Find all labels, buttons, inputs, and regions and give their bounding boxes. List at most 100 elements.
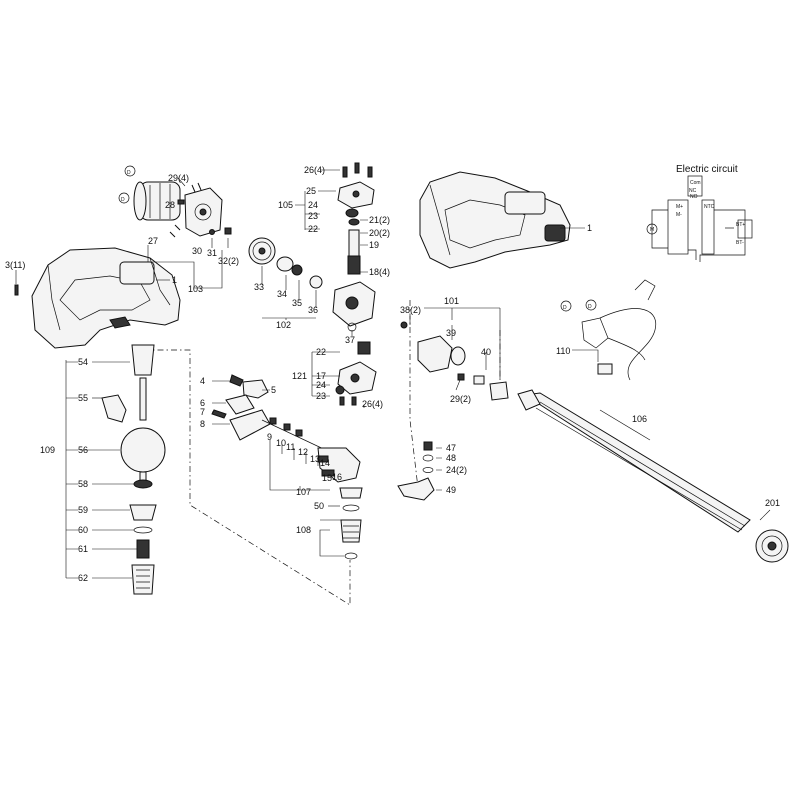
circuit-label: NC — [689, 188, 697, 194]
callout: 34 — [277, 289, 287, 299]
housing-half-left — [31, 247, 181, 349]
callout: 60 — [78, 525, 88, 535]
motor-assembly — [133, 181, 232, 238]
callout: 61 — [78, 544, 88, 554]
callout: 33 — [254, 282, 264, 292]
callout: 24 — [316, 380, 326, 390]
callout: 105 — [278, 200, 293, 210]
callout: 201 — [765, 498, 780, 508]
screw-3 — [14, 284, 19, 296]
circuit-label: BT- — [736, 240, 744, 246]
callout: 101 — [444, 296, 459, 306]
circuit-title: Electric circuit — [676, 164, 738, 175]
callout: 48 — [446, 453, 456, 463]
callout: 12 — [298, 447, 308, 457]
callout: 6 — [200, 398, 205, 408]
circuit-label: BT+ — [736, 222, 745, 228]
housing-half-right — [419, 171, 571, 269]
connector-mark: D — [563, 305, 567, 311]
callout: 10 — [276, 438, 286, 448]
callout: 5 — [271, 385, 276, 395]
connector-mark: D — [121, 197, 125, 203]
callout: 11 — [286, 442, 295, 452]
callout: 9 — [267, 432, 272, 442]
callout: 1 — [587, 223, 592, 233]
trigger-assembly — [211, 374, 361, 483]
nozzle-assembly — [339, 487, 363, 560]
callout: 26(4) — [362, 399, 383, 409]
callout-labels: 3(11) 1 1 29(4) 26(4) 25 105 24 23 22 21… — [5, 165, 780, 583]
leader-lines — [15, 169, 771, 579]
callout: 35 — [292, 298, 302, 308]
callout: 50 — [314, 501, 324, 511]
pump-head-top — [337, 162, 375, 275]
circuit-label: NO — [690, 194, 698, 200]
circuit-label: Com — [690, 180, 701, 186]
callout: 31 — [207, 248, 217, 258]
callout: 36 — [308, 305, 318, 315]
callout: 103 — [188, 284, 203, 294]
callout: 49 — [446, 485, 456, 495]
callout: 107 — [296, 487, 311, 497]
callout: 47 — [446, 443, 456, 453]
callout: 22 — [316, 347, 326, 357]
callout: 7 — [200, 407, 205, 417]
nozzle-tip — [755, 529, 789, 563]
electric-circuit-schematic: Electric circuit Com NC NO M+ M- NTC BT+… — [646, 164, 753, 262]
callout: 17 — [316, 371, 326, 381]
callout: 108 — [296, 525, 311, 535]
wiring-harness — [581, 279, 657, 381]
callout: 3(11) — [5, 260, 25, 270]
callout: 20(2) — [369, 228, 390, 238]
callout: 26(4) — [304, 165, 325, 175]
callout: 54 — [78, 357, 88, 367]
callout: 56 — [78, 445, 88, 455]
callout: 40 — [481, 347, 491, 357]
callout: 21(2) — [369, 215, 390, 225]
callout: 14 — [320, 458, 330, 468]
spray-lance — [517, 389, 751, 533]
callout: 37 — [345, 335, 355, 345]
pump-body — [332, 281, 376, 332]
callout: 19 — [369, 240, 379, 250]
callout: 121 — [292, 371, 307, 381]
callout: 24 — [308, 200, 318, 210]
callout: 29(2) — [450, 394, 471, 404]
callout: 109 — [40, 445, 55, 455]
callout: 38(2) — [400, 305, 421, 315]
circuit-label: M+ — [676, 204, 683, 210]
callout: 1 — [172, 275, 177, 285]
callout: 32(2) — [218, 256, 239, 266]
callout: 16 — [332, 472, 342, 482]
circuit-label: M — [650, 227, 654, 233]
suction-filter-assembly — [101, 344, 166, 595]
callout: 13 — [310, 454, 320, 464]
callout: 106 — [632, 414, 647, 424]
callout: 29(4) — [168, 173, 189, 183]
circuit-label: M- — [676, 212, 682, 218]
callout: 58 — [78, 479, 88, 489]
callout: 24(2) — [446, 465, 467, 475]
callout: 4 — [200, 376, 205, 386]
callout: 55 — [78, 393, 88, 403]
callout: 23 — [316, 391, 326, 401]
callout: 62 — [78, 573, 88, 583]
callout: 110 — [556, 346, 570, 356]
callout: 23 — [308, 211, 318, 221]
callout: 28 — [165, 200, 175, 210]
connector-mark: D — [127, 170, 131, 176]
callout: 22 — [308, 224, 318, 234]
gear-train — [248, 237, 323, 289]
outlet-fitting-assembly — [397, 321, 509, 501]
callout: 25 — [306, 186, 316, 196]
callout: 18(4) — [369, 267, 390, 277]
circuit-label: NTC — [704, 204, 715, 210]
valve-plate-assembly — [335, 341, 377, 406]
callout: 39 — [446, 328, 456, 338]
callout: 59 — [78, 505, 88, 515]
callout: 8 — [200, 419, 205, 429]
connector-markers: D D D D — [118, 165, 597, 312]
callout: 30 — [192, 246, 202, 256]
callout: 15 — [322, 473, 332, 483]
